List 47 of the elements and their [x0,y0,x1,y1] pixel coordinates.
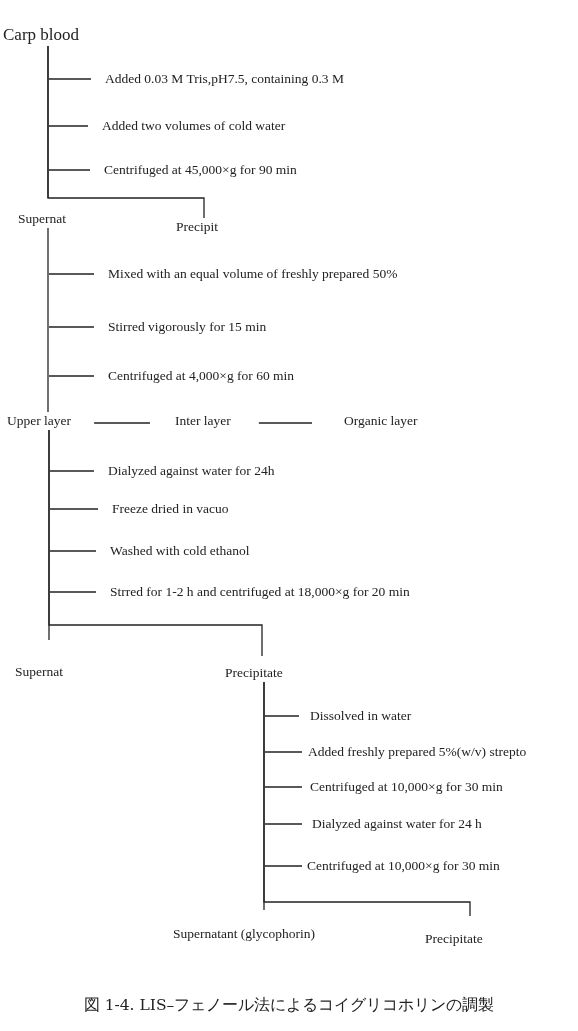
product-label: Precipit [176,218,218,236]
step-label: Added 0.03 M Tris,pH7.5, containing 0.3 M [91,70,344,88]
connector-line [264,865,303,867]
product-label: Organic layer [312,412,418,430]
product-label: Inter layer [150,412,259,430]
connector-line [47,45,205,219]
connector-line [263,681,471,917]
step-label: Stirred vigorously for 15 min [94,318,267,336]
connector-line [48,273,95,275]
connector-line [48,429,263,657]
connector-line [93,422,151,424]
step-label: Centrifuged at 4,000×g for 60 min [94,367,295,385]
connector-line [264,715,300,717]
step-label: Dissolved in water [299,707,412,725]
connector-line [48,326,95,328]
connector-line [48,375,95,377]
step-label: Dialyzed against water for 24h [94,462,275,480]
connector-line [47,227,49,413]
step-label: Added two volumes of cold water [88,117,286,135]
step-label: Added freshly prepared 5%(w/v) strepto [302,743,527,761]
connector-line [264,823,303,825]
connector-line [264,786,303,788]
connector-line [48,169,91,171]
connector-line [48,78,92,80]
connector-line [48,125,89,127]
product-label: Upper layer [7,412,95,430]
product-label: Supernat [15,640,63,681]
product-label: Supernat [18,198,66,228]
step-label: Mixed with an equal volume of freshly prepared 50% [94,265,398,283]
step-label: Centrifuged at 45,000×g for 90 min [90,161,297,179]
step-label: Freeze dried in vacuo [98,500,229,518]
connector-line [49,550,97,552]
product-label: Precipitate [225,656,283,682]
step-label: Dialyzed against water for 24 h [302,815,482,833]
product-label: Supernatant (glycophorin) [173,910,316,943]
product-label: Precipitate [425,916,483,948]
step-label: Centrifuged at 10,000×g for 30 min [302,778,503,796]
connector-line [49,591,97,593]
connector-line [264,751,303,753]
connector-line [258,422,313,424]
connector-line [49,470,95,472]
step-label: Washed with cold ethanol [96,542,250,560]
step-label: Centrifuged at 10,000×g for 30 min [302,857,500,875]
figure-caption: 図 1-4. LIS–フェノール法によるコイグリコホリンの調製 [83,996,495,1014]
product-label: Carp blood [3,24,80,46]
connector-line [49,508,99,510]
step-label: Strred for 1-2 h and centrifuged at 18,000×g for 20 min [96,583,410,601]
